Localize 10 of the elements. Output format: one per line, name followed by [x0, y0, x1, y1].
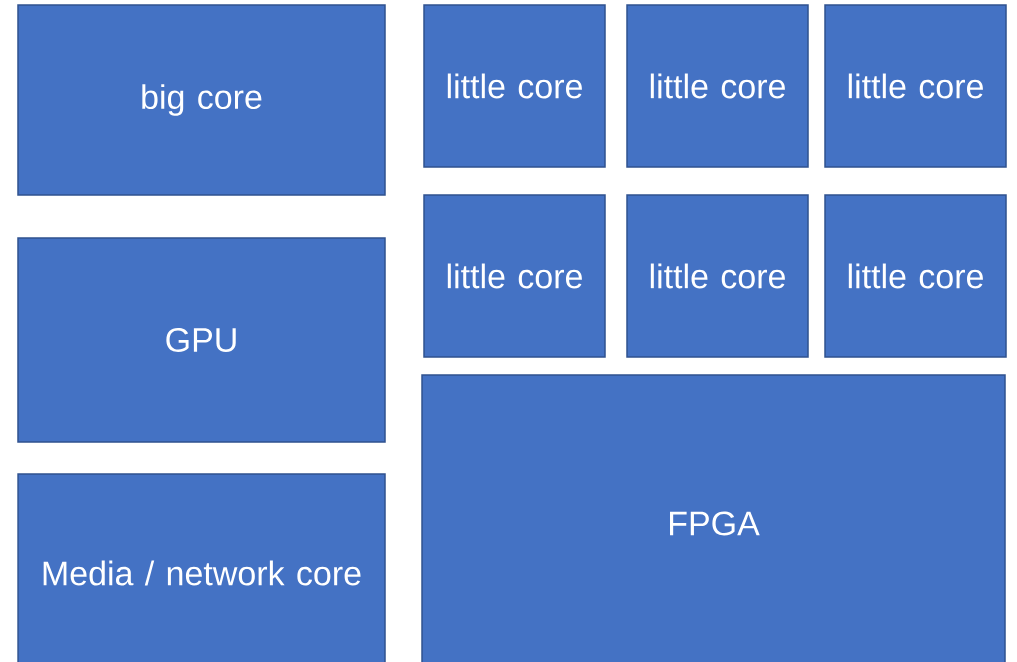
- block-box: little core: [824, 194, 1007, 358]
- block-box: FPGA: [421, 374, 1006, 662]
- block-box: little core: [626, 4, 809, 168]
- block-box: Media / network core: [17, 473, 386, 662]
- block-box: GPU: [17, 237, 386, 443]
- block-box: big core: [17, 4, 386, 196]
- block-box: little core: [626, 194, 809, 358]
- block-box: little core: [423, 194, 606, 358]
- block-box: little core: [824, 4, 1007, 168]
- block-box: little core: [423, 4, 606, 168]
